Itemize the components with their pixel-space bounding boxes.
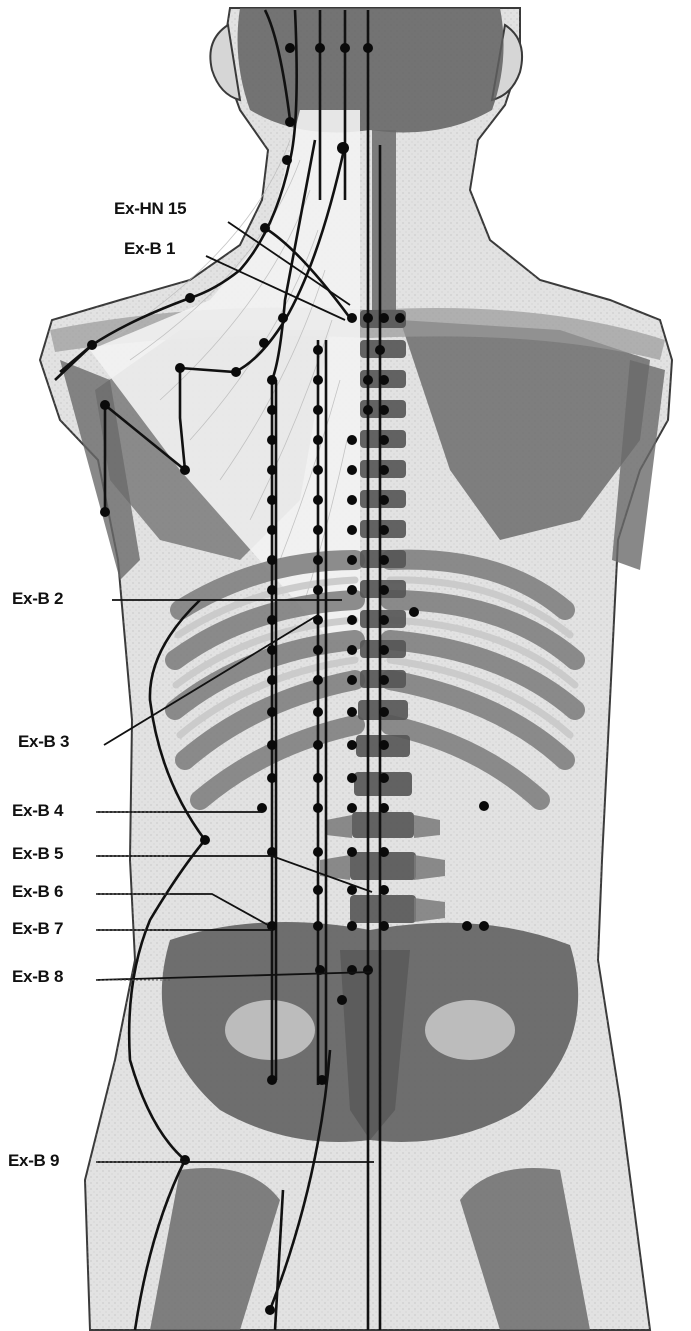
- label-ex-b-6: Ex-B 6: [12, 883, 63, 900]
- label-ex-b-4: Ex-B 4: [12, 802, 63, 819]
- cervical-spine: [372, 130, 396, 310]
- label-ex-b-2: Ex-B 2: [12, 590, 63, 607]
- label-ex-b-9: Ex-B 9: [8, 1152, 59, 1169]
- skull: [238, 8, 504, 133]
- label-ex-b-5: Ex-B 5: [12, 845, 63, 862]
- label-ex-hn-15: Ex-HN 15: [114, 200, 186, 217]
- label-ex-b-1: Ex-B 1: [124, 240, 175, 257]
- label-ex-b-7: Ex-B 7: [12, 920, 63, 937]
- label-ex-b-8: Ex-B 8: [12, 968, 63, 985]
- label-ex-b-3: Ex-B 3: [18, 733, 69, 750]
